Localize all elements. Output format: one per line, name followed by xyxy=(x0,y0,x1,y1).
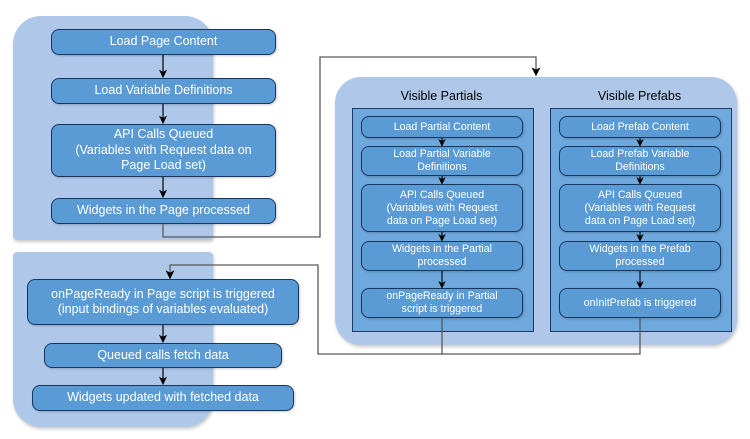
visible-partials-title: Visible Partials xyxy=(400,89,483,103)
step-load-variable-definitions[interactable]: Load Variable Definitions xyxy=(51,78,276,104)
step-label: Queued calls fetch data xyxy=(97,347,229,362)
step-queued-calls-fetch-data[interactable]: Queued calls fetch data xyxy=(44,343,282,368)
step-label: API Calls Queued(Variables with Request … xyxy=(75,127,252,173)
step-label: onPageReady in Page script is triggered(… xyxy=(51,286,275,317)
step-label: Widgets updated with fetched data xyxy=(67,390,259,405)
step-label: Load Page Content xyxy=(109,34,218,49)
step-onpageready-page[interactable]: onPageReady in Page script is triggered(… xyxy=(27,279,299,325)
step-api-calls-queued[interactable]: API Calls Queued(Variables with Request … xyxy=(51,124,276,177)
step-load-partial-content[interactable]: Load Partial Content xyxy=(361,116,523,138)
visible-prefabs-title: Visible Prefabs xyxy=(597,89,682,103)
step-widgets-in-page-processed[interactable]: Widgets in the Page processed xyxy=(51,198,276,224)
step-label: Load Prefab Content xyxy=(591,120,689,133)
step-label: Widgets in the Page processed xyxy=(76,203,251,218)
step-label: Load Variable Definitions xyxy=(94,83,233,98)
step-label: Load Partial Content xyxy=(393,120,491,133)
step-label: onInitPrefab is triggered xyxy=(583,296,697,309)
step-widgets-updated-fetched-data[interactable]: Widgets updated with fetched data xyxy=(32,385,294,411)
step-load-prefab-content[interactable]: Load Prefab Content xyxy=(559,116,721,138)
step-oninitprefab[interactable]: onInitPrefab is triggered xyxy=(559,288,721,318)
step-load-page-content[interactable]: Load Page Content xyxy=(51,29,276,55)
